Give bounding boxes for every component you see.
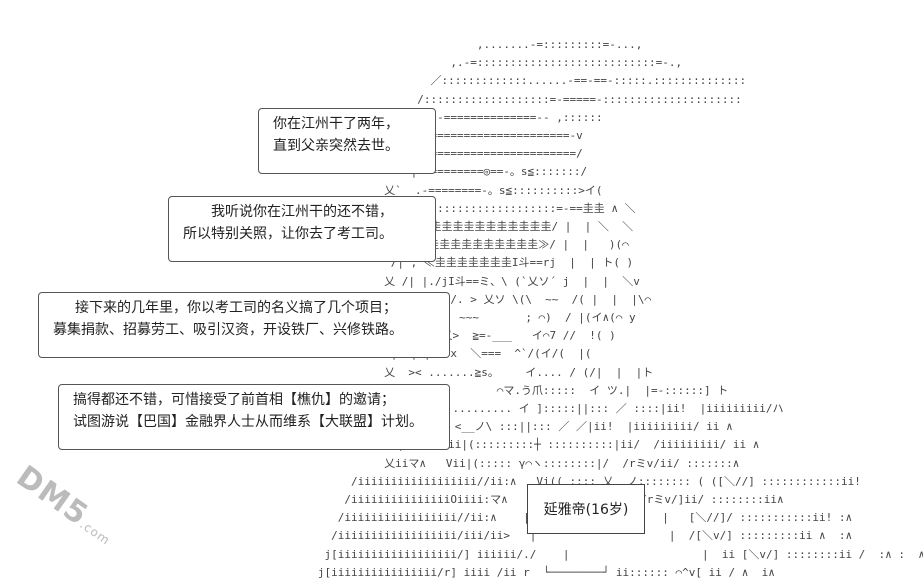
speech-bubble-3: 接下来的几年里，你以考工司的名义搞了几个项目； 募集捐款、招募劳工、吸引汉资，开… bbox=[38, 292, 450, 358]
ascii-art-line: 乂iiマ∧ Vii|(::::: γ⌒ヽ::::::::|/ /rミv/ii/ … bbox=[0, 456, 740, 470]
watermark-domain: .com bbox=[77, 517, 113, 548]
bubble-4-line-1: 搞得都还不错，可惜接受了前首相【樵仇】的邀请； bbox=[73, 392, 395, 408]
ascii-art-line: |========================/ bbox=[410, 147, 583, 161]
ascii-art-line: /iiiiiiiiiiiiiiiii//ii:∧ | | [＼//]/ ::::… bbox=[0, 511, 853, 525]
ascii-art-line: ,.......-=:::::::::=-..., bbox=[0, 38, 643, 51]
ascii-art-line: , -==============-- ,:::::: bbox=[417, 110, 603, 124]
ascii-art-line: 乂 >< .......≧s。 イ.... / (/| | |ト bbox=[0, 365, 654, 379]
bubble-3-line-1: 接下来的几年里，你以考工司的名义搞了几个项目； bbox=[75, 300, 397, 316]
ascii-art-line: ／:::::::::::::......-==-==-:::::.:::::::… bbox=[0, 74, 747, 88]
bubble-3-line-2: 募集捐款、招募劳工、吸引汉资，开设铁厂、兴修铁路。 bbox=[53, 322, 403, 338]
ascii-art-line: ,.-=:::::::::::::::::::::::::::=-., bbox=[0, 56, 683, 70]
ascii-art-line: /iiiiiiiiiiiiiiiiii/iii/ii> | | /[＼v/] :… bbox=[0, 529, 853, 543]
bubble-1-line-2: 直到父亲突然去世。 bbox=[273, 138, 399, 154]
speech-bubble-4: 搞得都还不错，可惜接受了前首相【樵仇】的邀请； 试图游说【巴国】金融界人士从而维… bbox=[58, 384, 450, 450]
bubble-4-line-2: 试图游说【巴国】金融界人士从而维系【大联盟】计划。 bbox=[73, 414, 423, 430]
ascii-art-line: |-=========◎==-。s≦:::::::/ bbox=[410, 165, 588, 179]
ascii-art-line: j[iiiiiiiiiiiiiiii/r] iiii /ii r └──────… bbox=[0, 565, 775, 579]
ascii-art-line: j[iiiiiiiiiiiiiiiiii/] iiiiii/./ | | ii … bbox=[0, 547, 923, 561]
bubble-2-line-1: 我听说你在江州干的还不错， bbox=[211, 204, 393, 220]
ascii-art-line: /iiiiiiiiiiiiiiiOiiii:マ∧ Vi: ┌────────┐ … bbox=[0, 493, 784, 506]
bubble-1-line-1: 你在江州干了两年， bbox=[273, 116, 399, 132]
ascii-art-line: /iiiiiiiiiiiiiiiiii//ii:∧ Vi(( :::: 乂__ノ… bbox=[0, 474, 861, 488]
speech-bubble-2: 我听说你在江州干的还不错， 所以特别关照，让你去了考工司。 bbox=[168, 196, 436, 262]
character-name-box: 延雅帝(16岁) bbox=[527, 484, 645, 534]
ascii-art-line: 乂 /| |./jI斗==ミ、\ (`乂ソ´ j | | ＼v bbox=[0, 274, 640, 288]
bubble-2-line-2: 所以特别关照，让你去了考工司。 bbox=[183, 226, 393, 242]
ascii-art-line: /Vi::::::::::::::::::::=-==圭圭 ∧ ＼ bbox=[403, 201, 636, 215]
ascii-art-line: ;:::=======================-v bbox=[390, 129, 583, 142]
speech-bubble-1: 你在江州干了两年， 直到父亲突然去世。 bbox=[258, 108, 436, 174]
ascii-art-line: 乂` .-========-。s≦::::::::::>イ( bbox=[0, 183, 603, 197]
ascii-art-line: /| ;`≪圭圭圭圭圭圭圭I斗==rj | | ト( ) bbox=[0, 256, 634, 270]
character-name-label: 延雅帝(16岁) bbox=[543, 502, 629, 518]
ascii-art-line: /:::::::::::::::::::=-=====-::::::::::::… bbox=[0, 92, 742, 106]
